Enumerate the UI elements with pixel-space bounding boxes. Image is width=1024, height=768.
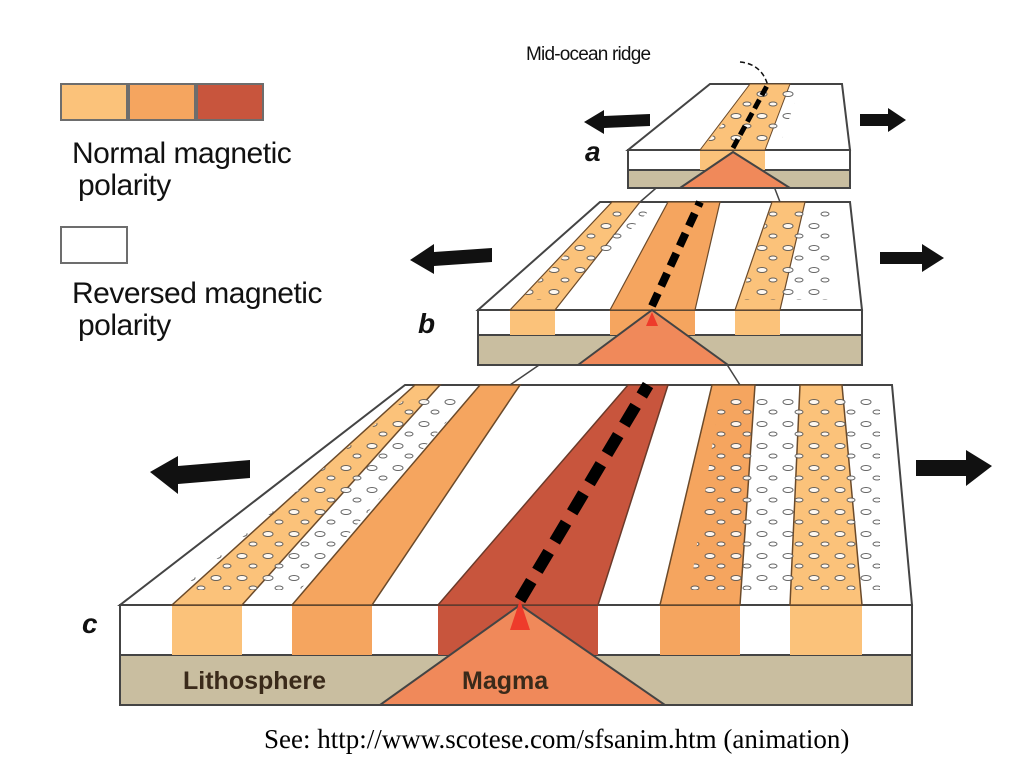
block-c-ridge-axis (514, 381, 654, 604)
magma-label: Magma (462, 667, 549, 695)
block-a-label: a (585, 136, 601, 167)
legend-normal-swatch-mid (128, 83, 196, 121)
block-c-front-stripe (790, 605, 862, 655)
footer-link-text: See: http://www.scotese.com/sfsanim.htm … (264, 724, 850, 754)
block-c-label: c (82, 608, 98, 639)
block-b-front-stripe (735, 310, 780, 335)
block-b-surface-texture (520, 210, 650, 300)
legend-normal-swatch-dark (196, 83, 264, 121)
block-a-ridge-axis (730, 82, 771, 150)
block-c-magma-vent (510, 600, 530, 630)
legend-normal-swatch-light (60, 83, 128, 121)
block-b-surface-texture (740, 210, 830, 300)
block-c-surface-stripe (290, 384, 522, 606)
block-c-right-arrow (916, 450, 992, 486)
block-c-front-stripe (292, 605, 372, 655)
ridge-pointer (739, 61, 769, 87)
block-a (584, 82, 906, 189)
block-a-left-arrow (584, 110, 650, 134)
block-b-left-arrow (410, 244, 492, 274)
block-b-ridge-axis (648, 200, 704, 308)
lithosphere-label: Lithosphere (183, 667, 327, 695)
block-c-surface-texture (690, 395, 880, 590)
block-c-magma-wedge (376, 603, 669, 706)
legend-reversed-label: Reversed magnetic polarity (72, 277, 322, 342)
block-c (117, 381, 992, 706)
block-c-surface-texture (180, 395, 470, 590)
block-c-front-stripe (172, 605, 242, 655)
block-b-surface-stripe (608, 201, 721, 311)
block-c-left-arrow (150, 456, 250, 494)
legend-normal-label: Normal magnetic polarity (72, 137, 292, 202)
block-c-front-stripe (660, 605, 740, 655)
block-b-magma-vent (646, 312, 658, 326)
legend-reversed-swatch (60, 226, 128, 264)
block-a-magma-wedge (676, 150, 794, 189)
block-b-right-arrow (880, 244, 944, 272)
block-a-right-arrow (860, 108, 906, 132)
mid-ocean-ridge-label: Mid-ocean ridge (526, 44, 651, 65)
block-b (410, 200, 944, 366)
block-b-magma-wedge (574, 308, 732, 366)
block-b-front-stripe (510, 310, 555, 335)
block-b-label: b (418, 308, 436, 339)
